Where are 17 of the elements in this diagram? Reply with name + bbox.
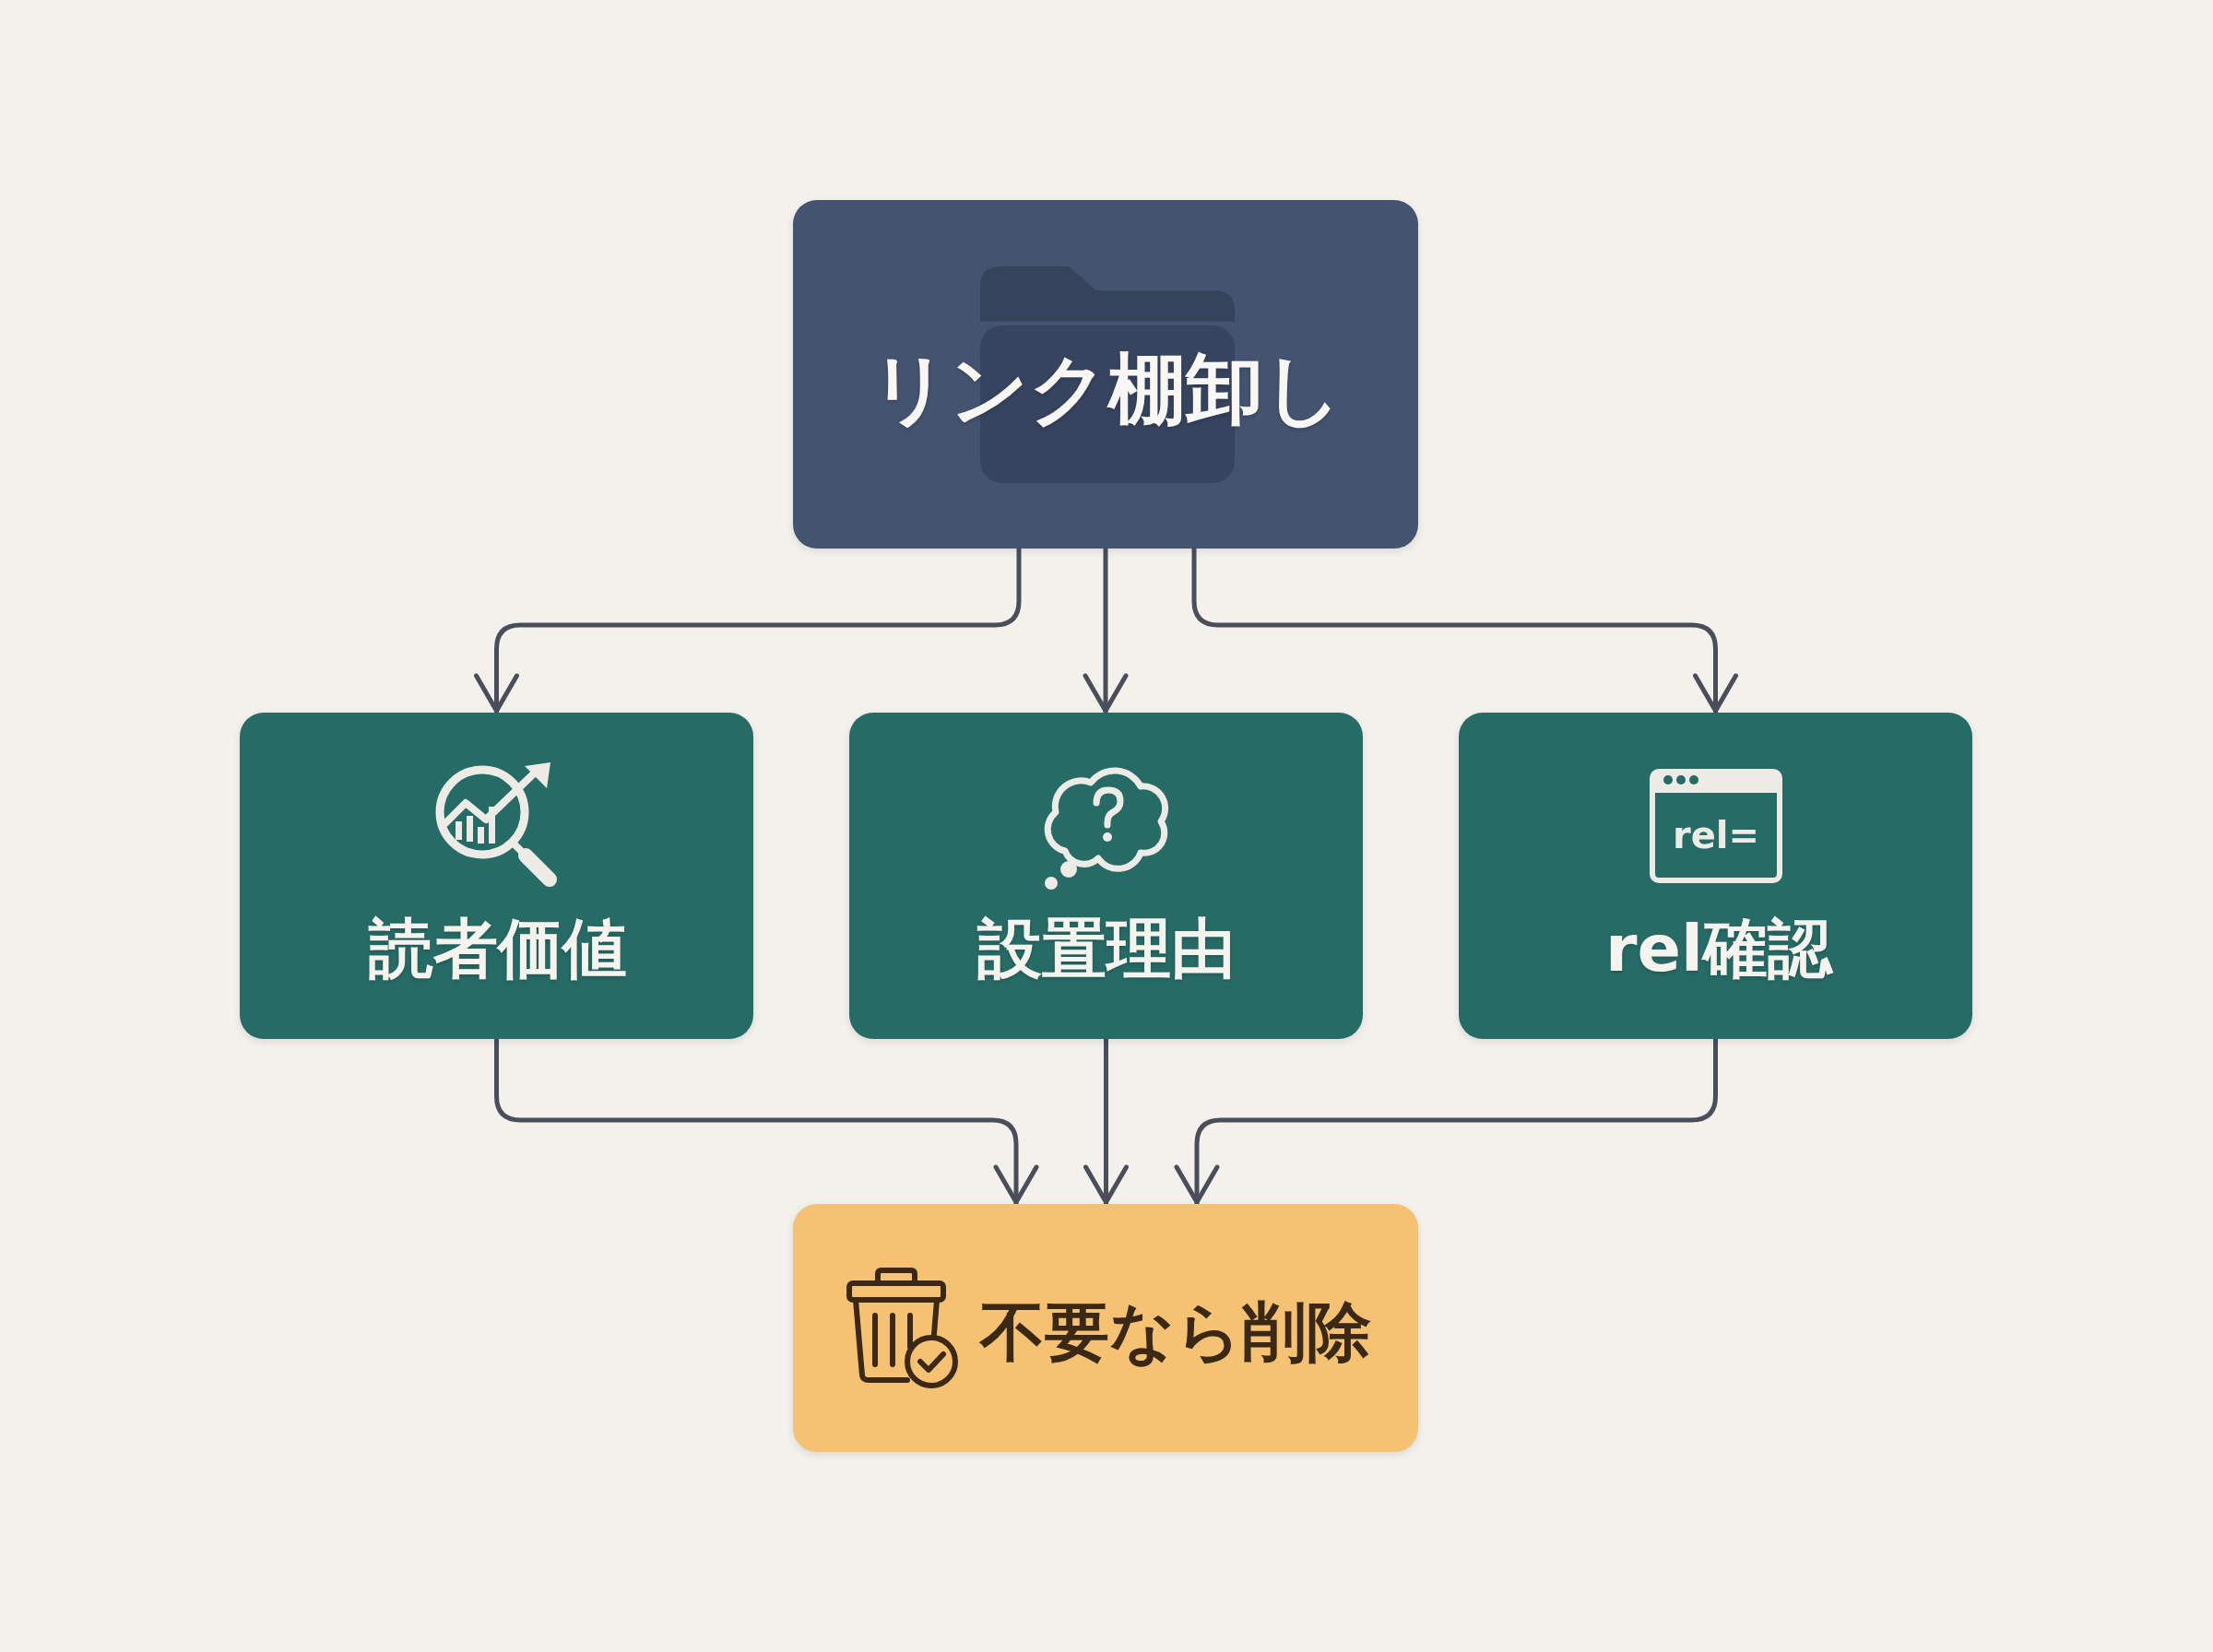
step-box: [1459, 713, 1972, 1039]
arrow: [1191, 546, 1738, 715]
result-box: [793, 1204, 1418, 1452]
step-label: 設置理由: [977, 911, 1236, 986]
step-box: [849, 713, 1363, 1039]
step-label: rel確認: [1605, 911, 1832, 986]
arrow: [1174, 1036, 1718, 1207]
code-text: rel=: [1672, 814, 1760, 856]
step-label: 読者価値: [369, 911, 627, 986]
arrow: [1083, 1036, 1129, 1207]
arrow: [494, 1036, 1039, 1207]
title-box: [793, 200, 1418, 549]
title-text: リンク棚卸し: [870, 344, 1343, 434]
arrow: [1083, 546, 1129, 715]
step-box: [240, 713, 753, 1039]
arrow: [474, 546, 1022, 715]
result-label: 不要なら削除: [980, 1294, 1371, 1370]
